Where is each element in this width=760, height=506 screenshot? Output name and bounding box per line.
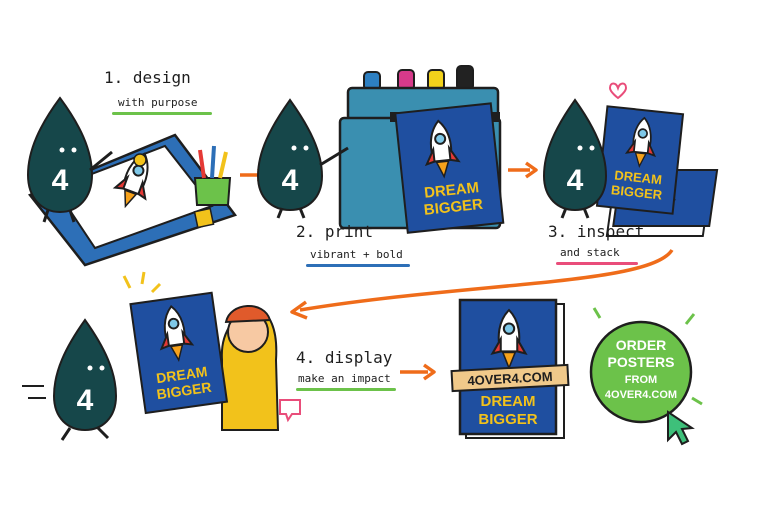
display-scene: DREAM BIGGER 4 [22,271,301,441]
sun-doodle-icon [133,153,147,167]
cta-circle[interactable] [589,320,693,424]
poster-line1-inspect: DREAM [614,167,663,187]
step1-underline [112,112,212,115]
poster-line1-print: DREAM [423,179,479,202]
cta-line4: 4OVER4.COM [605,389,677,401]
mascot-label-4: 4 [77,384,94,417]
step4-underline [296,388,396,391]
ink-cap-black [456,65,474,91]
poster-line2-display: BIGGER [156,379,213,403]
heart-bubble-icon [279,399,301,423]
cta-line3: FROM [625,374,657,386]
mascot-label-3: 4 [567,164,584,197]
step2-title: 2. print [296,222,374,241]
step3-subtitle: and stack [560,246,620,259]
print-scene: DREAM BIGGER 4 [256,65,505,234]
mascot-label-1: 4 [52,164,69,197]
arrow-3-to-4 [299,248,674,312]
poster-line1-display: DREAM [155,363,208,386]
poster-line2-print: BIGGER [423,196,484,219]
step3-title: 3. inspect [548,222,645,241]
design-scene: 4 [26,96,238,267]
final-poster-line1: DREAM [481,393,536,410]
final-poster-line2: BIGGER [478,411,537,428]
poster-line2-inspect: BIGGER [610,182,663,202]
step3-underline [556,262,638,265]
step1-title: 1. design [104,68,191,87]
order-cta[interactable]: ORDER POSTERS FROM 4OVER4.COM [589,307,703,446]
final-banner [450,363,570,393]
star-sticky-note-icon [193,207,215,229]
printed-poster [394,102,505,234]
mascot-drop-2 [256,98,324,212]
cta-line2: POSTERS [608,354,675,370]
step1-subtitle: with purpose [118,96,198,109]
mascot-drop-4 [52,318,118,432]
person-cap [224,305,272,324]
step2-subtitle: vibrant + bold [310,248,403,261]
banner-text: 4OVER4.COM [467,369,553,388]
step4-subtitle: make an impact [298,372,391,385]
mascot-drop-1 [26,96,94,214]
step2-underline [306,264,410,267]
heart-doodle-icon [608,82,628,100]
pencil-cup-icon [193,177,232,206]
inspect-scene: DREAM BIGGER 4 [542,82,719,237]
mascot-label-2: 4 [282,164,299,197]
cta-line1: ORDER [616,337,667,353]
mascot-drop-3 [542,98,608,212]
final-poster-group: 4OVER4.COM DREAM BIGGER [450,298,570,439]
step4-title: 4. display [296,348,393,367]
cursor-pointer-icon [667,410,695,446]
